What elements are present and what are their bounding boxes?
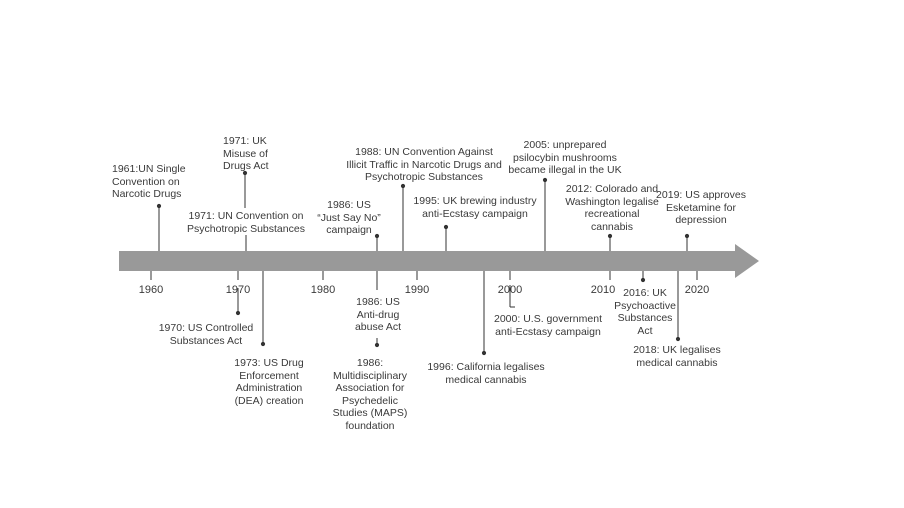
year-label-2020: 2020 (684, 284, 710, 296)
year-label-2010: 2010 (590, 284, 616, 296)
connector-dot-1973 (260, 341, 266, 347)
year-label-1960: 1960 (138, 284, 164, 296)
year-label-1990: 1990 (404, 284, 430, 296)
year-ticks (150, 271, 698, 280)
event-connectors (156, 170, 690, 356)
connector-dot-1996 (481, 350, 487, 356)
year-label-1980: 1980 (310, 284, 336, 296)
connector-dot-1995 (443, 224, 449, 230)
connector-dot-1970 (235, 310, 241, 316)
connector-dot-1961 (156, 203, 162, 209)
connector-dot-1986-jsn (374, 233, 380, 239)
connector-dot-1988 (400, 183, 406, 189)
timeline-arrow (119, 244, 759, 278)
year-label-2000: 2000 (497, 284, 523, 296)
connector-dot-2019 (684, 233, 690, 239)
connector-dot-1971-uk (242, 170, 248, 176)
connector-dot-2012 (607, 233, 613, 239)
connector-dot-2018 (675, 336, 681, 342)
year-label-1970: 1970 (225, 284, 251, 296)
connector-dot-2016 (640, 277, 646, 283)
event-label-1986-jsn: 1986: US“Just Say No”campaign (317, 199, 381, 236)
connector-dot-1986-maps (374, 342, 380, 348)
connector-dot-2005 (542, 177, 548, 183)
